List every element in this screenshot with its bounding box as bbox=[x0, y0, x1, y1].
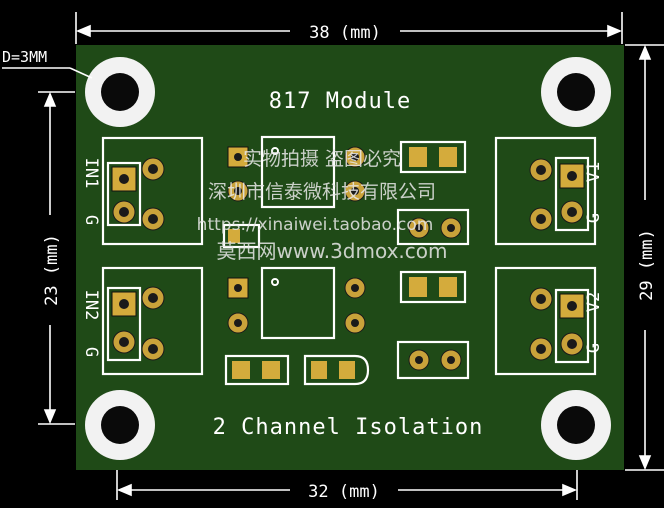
label-in2: IN2 bbox=[81, 290, 101, 321]
watermark: 实物拍摄 盗图必究 深圳市信泰微科技有限公司 https://xinaiwei.… bbox=[197, 148, 448, 263]
connector-v1: V1 G bbox=[494, 136, 604, 246]
optocoupler-u2 bbox=[227, 266, 366, 340]
optocoupler-u1 bbox=[227, 135, 366, 209]
watermark-line-2: 深圳市信泰微科技有限公司 bbox=[208, 181, 436, 203]
label-v2: V2 bbox=[584, 292, 604, 312]
watermark-line-1: 实物拍摄 盗图必究 bbox=[243, 148, 401, 170]
smd-components bbox=[222, 140, 467, 386]
label-g-in2: G bbox=[81, 347, 101, 357]
board-title: 817 Module bbox=[269, 89, 411, 114]
connector-v2: V2 G bbox=[494, 266, 604, 376]
hole-diameter-callout: D=3MM bbox=[2, 48, 93, 79]
left-height-label: 23 (mm) bbox=[42, 234, 62, 306]
dimension-right: 29 (mm) bbox=[625, 44, 664, 471]
pcb-board bbox=[76, 45, 624, 470]
connector-in2: IN2 G bbox=[81, 266, 204, 376]
dimension-bottom: 32 (mm) bbox=[116, 470, 578, 502]
watermark-line-3: https://xinaiwei.taobao.com bbox=[197, 215, 434, 235]
label-g-v2: G bbox=[584, 343, 604, 353]
connector-in1: IN1 G bbox=[81, 136, 204, 246]
jumper-bottom bbox=[396, 340, 470, 380]
dimension-top: 38 (mm) bbox=[75, 12, 623, 44]
dimension-left: 23 (mm) bbox=[38, 91, 75, 425]
right-height-label: 29 (mm) bbox=[637, 229, 657, 301]
label-in1: IN1 bbox=[81, 158, 101, 189]
top-width-label: 38 (mm) bbox=[309, 23, 381, 43]
label-g-in1: G bbox=[81, 215, 101, 225]
label-v1: V1 bbox=[584, 162, 604, 182]
hole-diameter-label: D=3MM bbox=[2, 48, 47, 66]
mounting-holes bbox=[85, 57, 611, 460]
label-g-v1: G bbox=[584, 213, 604, 223]
jumper-top bbox=[396, 208, 470, 246]
board-subtitle: 2 Channel Isolation bbox=[213, 415, 484, 440]
bottom-width-label: 32 (mm) bbox=[308, 482, 380, 502]
watermark-line-4: 莫西网www.3dmox.com bbox=[216, 239, 447, 263]
